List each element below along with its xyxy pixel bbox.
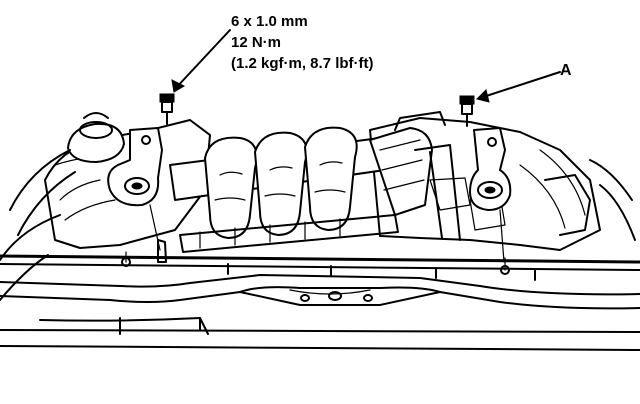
callout-a-label: A [560, 62, 572, 79]
torque-conversion-label: (1.2 kgf·m, 8.7 lbf·ft) [231, 55, 374, 72]
intake-manifold [169, 111, 461, 253]
right-bolt [459, 95, 475, 127]
oil-filler-cap [67, 122, 125, 163]
left-bolt [159, 93, 175, 125]
front-subframe [0, 251, 640, 351]
torque-nm-label: 12 N·m [231, 34, 281, 51]
left-engine-bracket [107, 127, 167, 263]
spec-leader-arrow [171, 29, 231, 93]
bolt-size-label: 6 x 1.0 mm [231, 13, 308, 30]
right-engine-bracket [469, 127, 512, 263]
callout-a-leader-arrow [476, 71, 561, 103]
